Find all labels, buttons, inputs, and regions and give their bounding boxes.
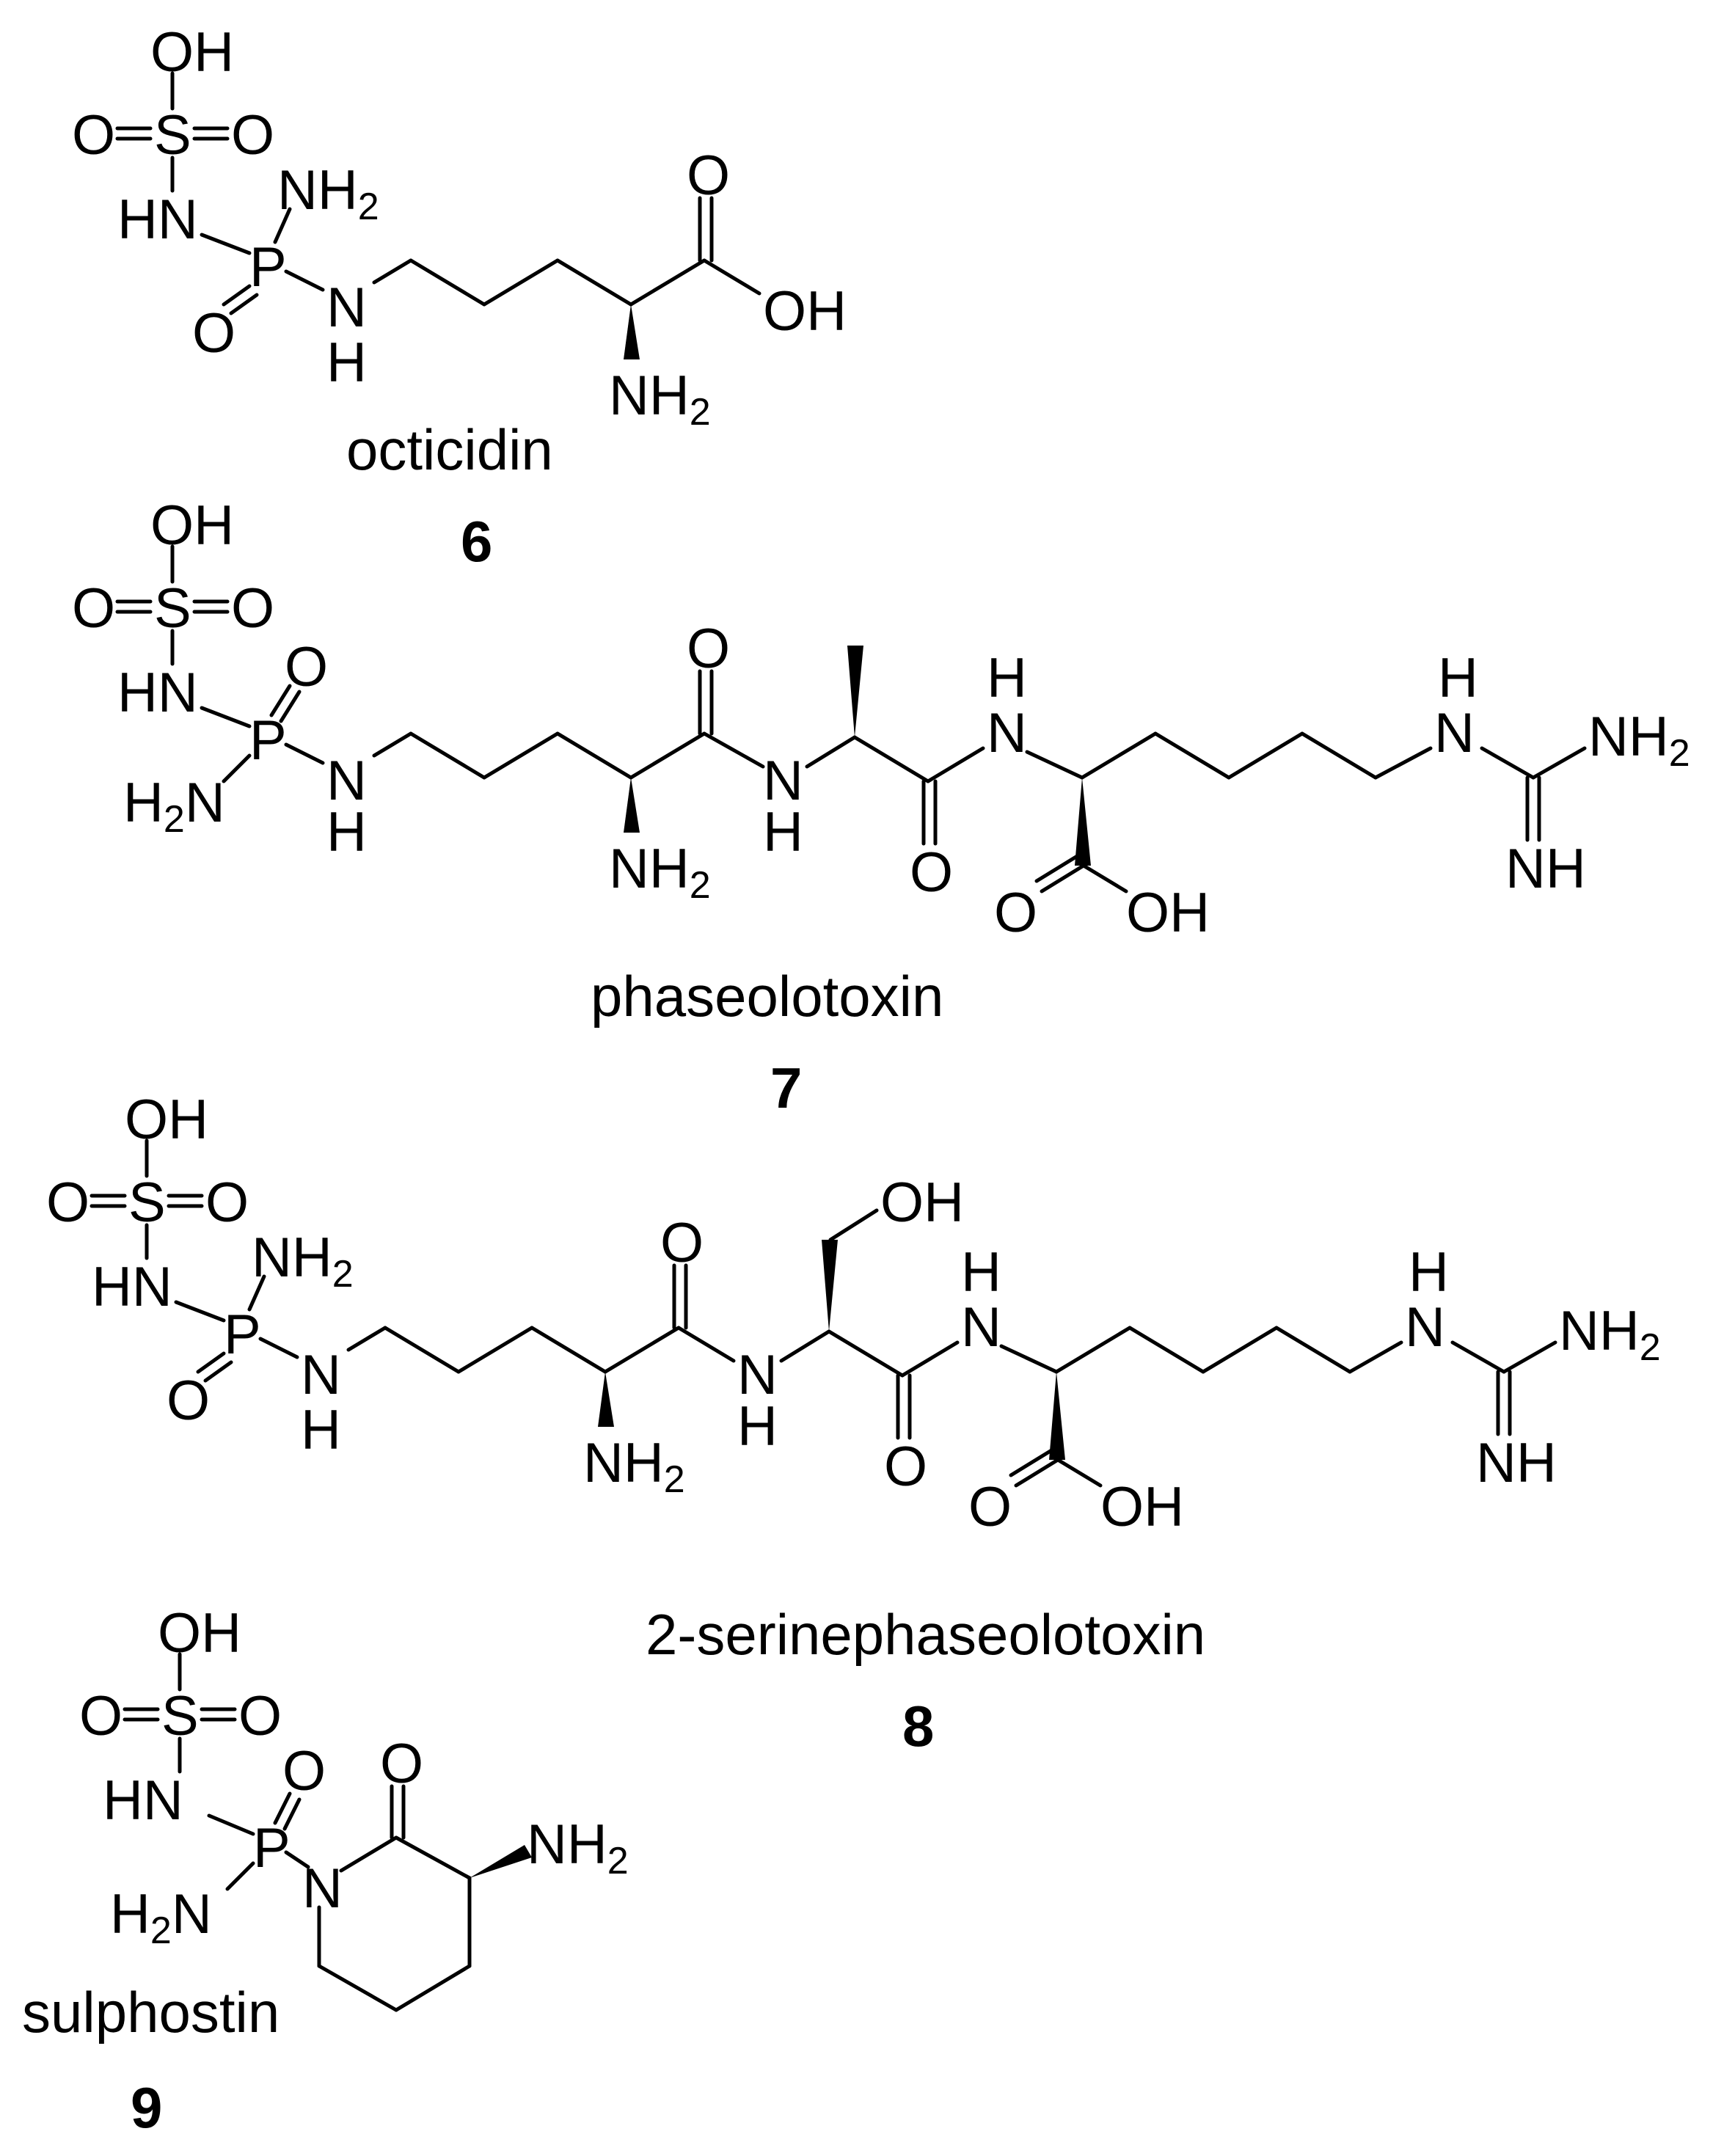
o-label: O	[167, 1370, 210, 1432]
o-label: O	[285, 636, 328, 698]
o-label: O	[72, 104, 115, 167]
nh2-label: NH2	[277, 159, 379, 228]
n-label: N	[961, 1296, 1001, 1359]
o-label: O	[910, 841, 953, 904]
o-label: O	[238, 1685, 282, 1747]
o-label: O	[884, 1436, 927, 1498]
n-label: N	[737, 1344, 778, 1406]
oh-label: OH	[150, 21, 234, 84]
hn-label: HN	[103, 1769, 183, 1832]
h-label: H	[301, 1399, 341, 1461]
h-label: H	[326, 801, 367, 863]
h2n-label: H2N	[110, 1883, 212, 1952]
compound-number-9: 9	[131, 2075, 162, 2140]
oh-label: OH	[150, 494, 234, 557]
o-label: O	[380, 1733, 423, 1795]
h2n-label: H2N	[123, 772, 225, 841]
phaseolotoxin-structure: OH O S O HN O P H2N N H O NH2 N H O H N …	[72, 494, 1690, 1120]
p-label: P	[249, 236, 287, 299]
n-label: N	[1434, 702, 1475, 764]
sulphostin-structure: OH O S O HN O P H2N N O NH2 sulphostin 9	[22, 1602, 629, 2140]
hn-label: HN	[92, 1256, 172, 1318]
octicidin-structure: OH O S O HN NH2 P O N H O OH NH2 octicid…	[72, 21, 847, 574]
n-label: N	[1405, 1296, 1445, 1359]
s-label: S	[154, 577, 191, 640]
o-label: O	[994, 882, 1037, 944]
oh-label: OH	[1100, 1476, 1184, 1538]
o-label: O	[46, 1172, 90, 1234]
compound-name-phaseolotoxin: phaseolotoxin	[591, 964, 943, 1028]
o-label: O	[231, 577, 274, 640]
o-label: O	[192, 302, 235, 365]
n-label: N	[301, 1344, 341, 1406]
nh2-label: NH2	[1559, 1300, 1661, 1369]
nh-label: NH	[1505, 838, 1586, 900]
n-label: N	[302, 1857, 343, 1920]
o-label: O	[231, 104, 274, 167]
n-label: N	[987, 702, 1027, 764]
h-label: H	[737, 1395, 778, 1458]
oh-label: OH	[880, 1172, 964, 1234]
compound-number-6: 6	[461, 509, 492, 574]
o-label: O	[687, 618, 730, 680]
oh-label: OH	[125, 1089, 208, 1151]
n-label: N	[326, 750, 367, 812]
oh-label: OH	[158, 1602, 241, 1664]
hn-label: HN	[117, 662, 198, 724]
o-label: O	[282, 1740, 326, 1802]
o-label: O	[660, 1212, 704, 1274]
compound-name-sulphostin: sulphostin	[22, 1980, 280, 2044]
s-label: S	[128, 1172, 166, 1234]
nh2-label: NH2	[527, 1813, 629, 1882]
p-label: P	[253, 1817, 291, 1879]
o-label: O	[72, 577, 115, 640]
nh2-label: NH2	[609, 365, 711, 434]
nh2-label: NH2	[252, 1227, 354, 1296]
h-label: H	[1409, 1241, 1449, 1304]
o-label: O	[79, 1685, 123, 1747]
compound-name-2-serinephaseolotoxin: 2-serinephaseolotoxin	[646, 1602, 1205, 1667]
oh-label: OH	[1126, 882, 1210, 944]
s-label: S	[161, 1685, 199, 1747]
o-label: O	[968, 1476, 1012, 1538]
s-label: S	[154, 104, 191, 167]
hn-label: HN	[117, 189, 198, 251]
nh2-label: NH2	[1588, 706, 1690, 775]
h-label: H	[987, 647, 1027, 709]
nh-label: NH	[1476, 1432, 1557, 1494]
compound-number-7: 7	[770, 1056, 802, 1120]
n-label: N	[326, 277, 367, 339]
h-label: H	[961, 1241, 1001, 1304]
serinephaseolotoxin-structure: OH O S O HN NH2 P O N H O NH2 N H OH O H…	[46, 1089, 1661, 1758]
p-label: P	[249, 709, 287, 772]
h-label: H	[1438, 647, 1478, 709]
o-label: O	[687, 145, 730, 207]
compound-number-8: 8	[902, 1694, 934, 1758]
compound-name-octicidin: octicidin	[346, 417, 553, 482]
nh2-label: NH2	[583, 1432, 685, 1501]
n-label: N	[763, 750, 803, 812]
nh2-label: NH2	[609, 838, 711, 907]
h-label: H	[763, 801, 803, 863]
h-label: H	[326, 332, 367, 394]
o-label: O	[205, 1172, 249, 1234]
oh-label: OH	[763, 280, 847, 343]
p-label: P	[224, 1304, 261, 1366]
